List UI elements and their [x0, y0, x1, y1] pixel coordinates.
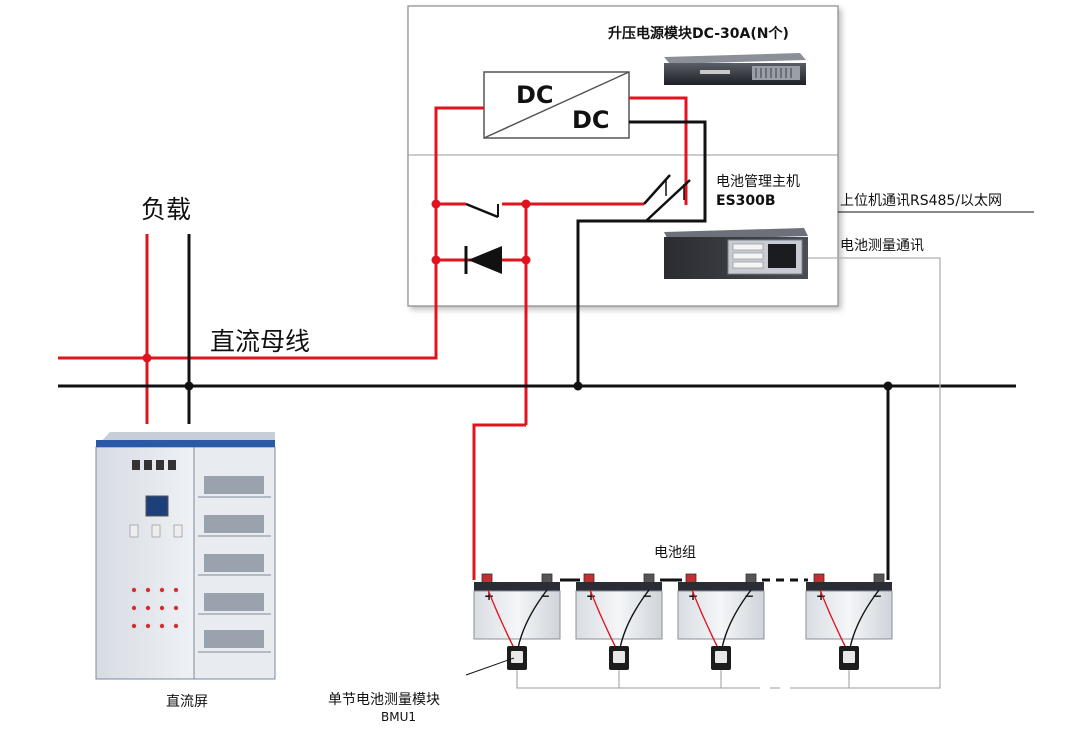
rack-unit-image — [664, 53, 806, 85]
upper-comm-label: 上位机通讯RS485/以太网 — [840, 193, 1002, 209]
bmu-pointer — [465, 657, 515, 676]
junction-dots — [142, 199, 893, 391]
converter-out-negative — [576, 120, 707, 386]
bmu-sensor-icon — [711, 646, 731, 670]
server-chassis-image — [664, 228, 808, 279]
comm-link — [790, 670, 850, 689]
bmu-sensor-icon — [839, 646, 859, 670]
junction-dot — [521, 199, 531, 209]
junction-dot — [521, 255, 531, 265]
battery-group: + − + − + − — [473, 573, 893, 649]
battery-comm-label: 电池测量通讯 — [840, 238, 924, 254]
bms-host-model: ES300B — [716, 193, 776, 209]
plus-sign: + — [688, 589, 698, 603]
bmu-sensor-icon — [609, 646, 629, 670]
switch-icon — [465, 202, 499, 219]
comm-trunk — [808, 257, 941, 689]
battery-icon: + − — [677, 573, 765, 649]
minus-sign: − — [744, 589, 754, 603]
bmu-sensors — [507, 646, 859, 670]
battery-group-label: 电池组 — [654, 545, 696, 561]
plus-sign: + — [816, 589, 826, 603]
junction-dot — [184, 381, 194, 391]
dc-cabinet-image — [95, 432, 276, 680]
battery-icon: + − — [473, 573, 561, 649]
minus-sign: − — [872, 589, 882, 603]
plus-sign: + — [484, 589, 494, 603]
comm-link — [619, 670, 722, 689]
converter-out-positive — [629, 96, 688, 205]
comm-link — [516, 670, 620, 689]
junction-dot — [431, 199, 441, 209]
bms-host-label: 电池管理主机 — [716, 174, 800, 190]
junction-dot — [573, 381, 583, 391]
dcdc-converter: DC DC — [483, 71, 630, 139]
junction-dot — [883, 381, 893, 391]
dc-bus-label: 直流母线 — [210, 327, 310, 356]
negative-wiring — [58, 120, 1016, 580]
junction-dot — [142, 353, 152, 363]
dc-cabinet-label: 直流屏 — [166, 693, 208, 710]
diode-icon — [436, 246, 526, 274]
converter-diagonal — [483, 71, 630, 139]
positive-bus-wire — [58, 106, 484, 360]
bmu-label: 单节电池测量模块 — [328, 692, 440, 708]
dc-top-label: DC — [516, 81, 554, 109]
battery-icon: + − — [575, 573, 663, 649]
bmu-model-label: BMU1 — [381, 710, 416, 724]
boost-module-label: 升压电源模块DC-30A(N个) — [608, 25, 789, 42]
battery-positive-feed — [472, 423, 526, 580]
minus-sign: − — [540, 589, 550, 603]
double-switch-icon — [643, 174, 691, 222]
battery-icon: + − — [805, 573, 893, 649]
dc-bottom-label: DC — [572, 106, 610, 134]
bmu-sensor-icon — [507, 646, 527, 670]
comm-wiring — [465, 257, 941, 689]
minus-sign: − — [642, 589, 652, 603]
junction-dot — [431, 255, 441, 265]
load-label: 负载 — [141, 195, 191, 224]
plus-sign: + — [586, 589, 596, 603]
